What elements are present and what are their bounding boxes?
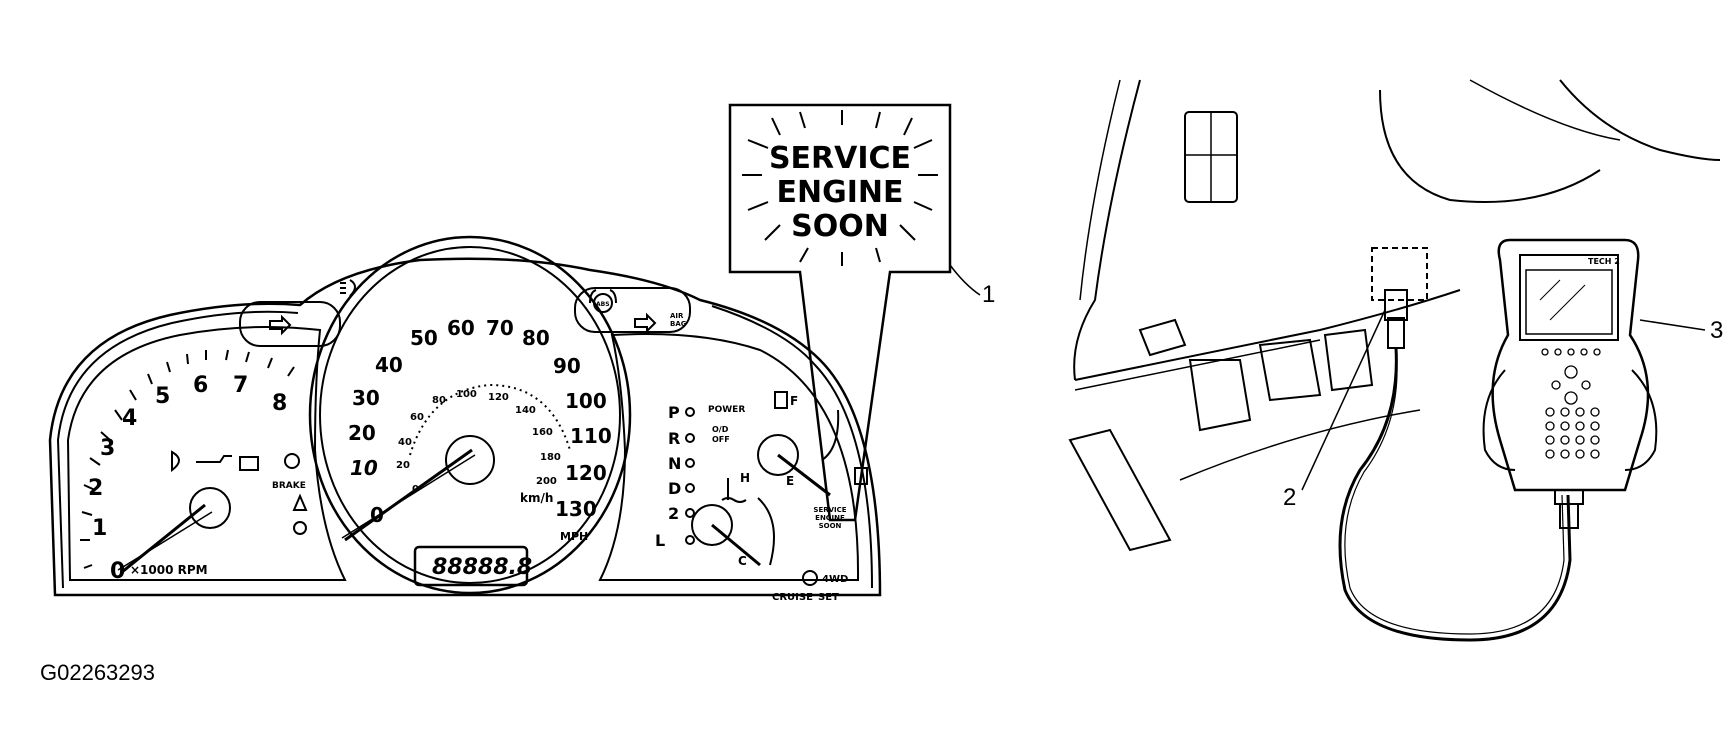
fourwd-label: 4WD	[822, 574, 848, 585]
scanner-brand: TECH 2	[1588, 257, 1620, 266]
tach-unit: ×1000 RPM	[130, 563, 208, 577]
mph-tick-30: 30	[352, 386, 380, 410]
fuel-empty-label: E	[786, 474, 794, 488]
kmh-tick-160: 160	[532, 427, 553, 438]
dash-scene	[1068, 79, 1721, 642]
gear-l: L	[655, 531, 665, 550]
temp-cold-label: C	[738, 554, 747, 568]
kmh-tick-180: 180	[540, 452, 561, 463]
mph-tick-120: 120	[565, 461, 607, 485]
sel-lamp-line-2: ENGINE	[815, 514, 845, 522]
mph-tick-80: 80	[522, 326, 550, 350]
sel-lamp-line-3: SOON	[819, 522, 842, 530]
set-label: SET	[818, 592, 839, 603]
figure-id: G02263293	[40, 660, 155, 685]
kmh-tick-80: 80	[432, 395, 446, 406]
tach-tick-7: 7	[233, 373, 248, 398]
tach-tick-0: 0	[110, 559, 125, 584]
brake-label: BRAKE	[272, 481, 306, 491]
mph-tick-0: 0	[370, 503, 384, 527]
warning-line-2: ENGINE	[777, 175, 904, 210]
callout-3: 3	[1710, 317, 1723, 344]
kmh-unit: km/h	[520, 491, 553, 505]
kmh-tick-60: 60	[410, 412, 424, 423]
kmh-tick-140: 140	[515, 405, 536, 416]
mph-tick-100: 100	[565, 389, 607, 413]
kmh-tick-120: 120	[488, 392, 509, 403]
tech2-scanner	[1482, 238, 1706, 529]
warning-line-3: SOON	[791, 209, 889, 244]
mph-tick-90: 90	[553, 354, 581, 378]
tach-tick-4: 4	[122, 406, 137, 431]
mph-tick-20: 20	[348, 421, 376, 445]
temp-hot-label: H	[740, 471, 750, 485]
tach-tick-6: 6	[193, 373, 208, 398]
gear-n: N	[668, 454, 681, 473]
gear-d: D	[668, 479, 681, 498]
sel-callout	[728, 103, 981, 522]
tachometer	[80, 349, 308, 574]
kmh-tick-200: 200	[536, 476, 557, 487]
mph-tick-50: 50	[410, 326, 438, 350]
kmh-tick-100: 100	[456, 389, 477, 400]
tach-tick-5: 5	[155, 384, 170, 409]
callout-1: 1	[982, 281, 995, 308]
gear-p: P	[668, 403, 680, 422]
warning-line-1: SERVICE	[769, 141, 911, 176]
instrument-cluster	[48, 235, 882, 597]
kmh-tick-20: 20	[396, 460, 410, 471]
mph-tick-130: 130	[555, 497, 597, 521]
kmh-tick-0: 0	[412, 484, 419, 495]
tach-tick-2: 2	[88, 476, 103, 501]
mph-tick-10: 10	[350, 456, 378, 480]
tach-tick-3: 3	[100, 436, 115, 461]
fuel-full-label: F	[790, 394, 798, 408]
cruise-label: CRUISE	[772, 592, 813, 603]
airbag-label-2: BAG	[670, 320, 687, 328]
airbag-label-1: AIR	[670, 312, 684, 320]
mph-tick-70: 70	[486, 316, 514, 340]
gear-r: R	[668, 429, 680, 448]
abs-label: ABS	[596, 301, 610, 308]
tach-tick-8: 8	[272, 391, 287, 416]
power-label: POWER	[708, 405, 745, 415]
tach-tick-1: 1	[92, 516, 107, 541]
mph-unit: MPH	[560, 530, 588, 543]
speedometer	[341, 383, 571, 587]
mph-tick-60: 60	[447, 316, 475, 340]
mph-tick-40: 40	[375, 353, 403, 377]
callout-2: 2	[1283, 484, 1296, 511]
od-off-label: OFF	[712, 435, 730, 444]
od-label: O/D	[712, 425, 729, 434]
fuel-temp-gauges	[685, 391, 868, 586]
mph-tick-110: 110	[570, 424, 612, 448]
kmh-tick-40: 40	[398, 437, 412, 448]
odometer-readout: 88888.8	[432, 555, 532, 580]
gear-2: 2	[668, 504, 679, 523]
sel-lamp-line-1: SERVICE	[813, 506, 846, 514]
